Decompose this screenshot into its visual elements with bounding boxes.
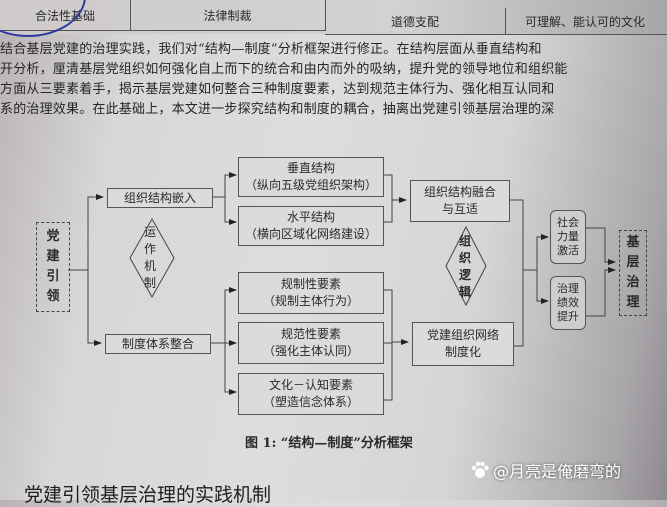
table-cell-legal: 法律制裁 <box>130 0 326 31</box>
target-char: 理 <box>626 295 640 310</box>
normative-sub: （强化主体认同） <box>262 344 359 358</box>
perf-line: 提升 <box>557 310 579 323</box>
root-party-leadership-box: 党 建 引 领 <box>36 222 70 312</box>
institutionalize-line2: 制度化 <box>444 345 481 359</box>
normative-title: 规范性要素 <box>280 327 341 341</box>
structure-fusion-box: 组织结构融合 与互适 <box>410 180 510 222</box>
horizontal-structure-sub: （横向区域化网络建设） <box>244 227 377 241</box>
paragraph-line: 系的治理效果。在此基础上，本文进一步探究结构和制度的耦合，抽离出党建引领基层治理… <box>0 102 555 117</box>
target-char: 治 <box>626 275 640 290</box>
institution-integrate-box: 制度体系整合 <box>105 334 211 354</box>
logic-label: 组 织 逻 辑 <box>459 233 471 301</box>
root-char: 建 <box>46 249 60 264</box>
perf-line: 绩效 <box>557 296 579 309</box>
logic-char: 辑 <box>459 285 472 299</box>
mechanism-char: 机 <box>144 259 157 273</box>
regulative-element-box: 规制性要素 （规制主体行为） <box>238 272 384 314</box>
paragraph-line: 开分析，厘清基层党组织如何强化自上而下的统合和由内而外的吸纳，提升党的领导地位和… <box>0 62 568 77</box>
fusion-line2: 与互适 <box>441 202 478 216</box>
network-institutionalize-box: 党建组织网络 制度化 <box>412 322 514 366</box>
target-char: 基 <box>626 235 640 250</box>
structure-embed-box: 组织结构嵌入 <box>107 188 213 208</box>
regulative-title: 规制性要素 <box>280 277 341 291</box>
social-line: 激活 <box>557 244 579 257</box>
mechanism-diamond <box>129 217 175 299</box>
cultural-cognitive-element-box: 文化－认知要素 （塑造信念体系） <box>238 373 384 415</box>
target-char: 层 <box>626 255 640 270</box>
mechanism-char: 制 <box>144 276 157 290</box>
social-line: 社会 <box>557 216 579 229</box>
section-heading: 党建引领基层治理的实践机制 <box>24 484 272 506</box>
vertical-structure-sub: （纵向五级党组织架构） <box>244 178 377 192</box>
watermark-text: @月亮是俺磨弯的 <box>493 462 622 481</box>
vertical-structure-title: 垂直结构 <box>286 161 335 175</box>
fusion-line1: 组织结构融合 <box>423 185 496 199</box>
body-paragraph: 结合基层党建的治理实践，我们对“结构—制度”分析框架进行修正。在结构层面从垂直结… <box>0 40 667 120</box>
root-char: 党 <box>46 229 60 244</box>
perf-line: 治理 <box>557 282 579 295</box>
performance-improve-box: 治理 绩效 提升 <box>550 276 586 330</box>
paragraph-line: 结合基层党建的治理实践，我们对“结构—制度”分析框架进行修正。在结构层面从垂直结… <box>0 42 542 57</box>
cultural-cognitive-sub: （塑造信念体系） <box>262 395 359 409</box>
mechanism-char: 作 <box>144 242 157 256</box>
institution-integrate-label: 制度体系整合 <box>121 336 194 351</box>
institutionalize-line1: 党建组织网络 <box>426 328 499 342</box>
table-cell-culture: 可理解、能认可的文化 <box>505 8 667 35</box>
social-line: 力量 <box>557 230 579 243</box>
mechanism-char: 运 <box>144 225 157 239</box>
logic-diamond <box>445 225 487 307</box>
figure-caption: 图 1: “结构—制度”分析框架 <box>245 436 413 451</box>
logic-char: 组 <box>459 234 472 248</box>
horizontal-structure-title: 水平结构 <box>286 210 335 224</box>
normative-element-box: 规范性要素 （强化主体认同） <box>238 322 384 364</box>
paragraph-line: 方面从三要素着手，揭示基层党建如何整合三种制度要素，达到规范主体行为、强化相互认… <box>0 82 555 97</box>
root-char: 引 <box>46 269 60 284</box>
watermark: @月亮是俺磨弯的 <box>470 458 621 482</box>
regulative-sub: （规制主体行为） <box>262 294 359 308</box>
logic-char: 织 <box>459 251 472 265</box>
vertical-structure-box: 垂直结构 （纵向五级党组织架构） <box>238 157 384 197</box>
social-activation-box: 社会 力量 激活 <box>550 210 586 264</box>
structure-embed-label: 组织结构嵌入 <box>123 190 196 205</box>
grassroots-governance-box: 基 层 治 理 <box>619 230 647 316</box>
table-cell-moral: 道德支配 <box>325 8 506 35</box>
mechanism-label: 运 作 机 制 <box>144 224 156 292</box>
horizontal-structure-box: 水平结构 （横向区域化网络建设） <box>238 206 384 246</box>
paw-logo-icon <box>471 461 489 478</box>
root-char: 领 <box>46 289 60 304</box>
logic-char: 逻 <box>459 268 472 282</box>
cultural-cognitive-title: 文化－认知要素 <box>268 378 353 392</box>
